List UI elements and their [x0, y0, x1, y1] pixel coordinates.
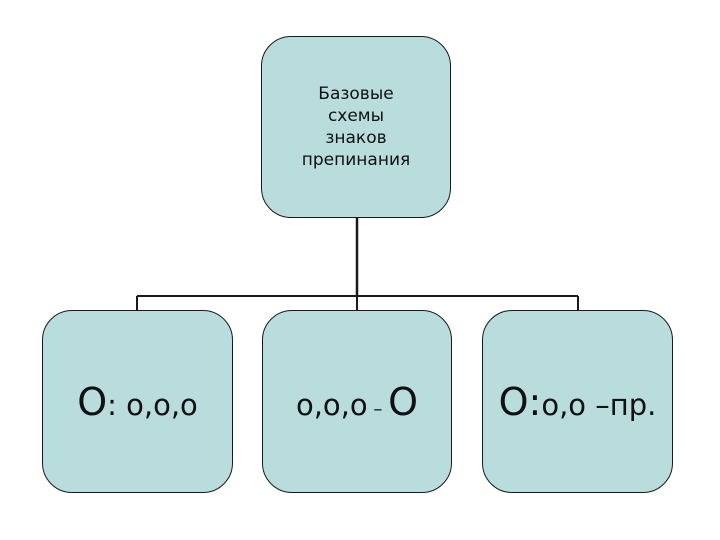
scheme-node-3: О : о,о –пр. — [482, 310, 673, 493]
scheme-1-homogeneous-members: о,о,о — [126, 387, 198, 422]
scheme-3-homogeneous-members: о,о — [541, 387, 587, 422]
scheme-3-formula: О : о,о –пр. — [499, 383, 657, 421]
scheme-node-2: о,о,о – О — [262, 310, 452, 493]
scheme-3-colon: : — [528, 379, 542, 424]
scheme-3-generalizing-word: О — [498, 379, 529, 424]
scheme-2-generalizing-word: О — [388, 379, 419, 424]
scheme-1-generalizing-word: О — [77, 379, 108, 424]
scheme-1-formula: О : о,о,о — [77, 383, 198, 421]
root-title: Базовые схемы знаков препинания — [301, 84, 411, 170]
scheme-3-sentence-tail: –пр. — [586, 387, 657, 422]
scheme-2-homogeneous-members: о,о,о — [295, 387, 368, 422]
scheme-node-1: О : о,о,о — [42, 310, 233, 493]
scheme-2-formula: о,о,о – О — [296, 383, 418, 421]
scheme-2-dash: – — [367, 398, 389, 420]
scheme-1-colon: : — [107, 387, 127, 422]
root-node: Базовые схемы знаков препинания — [261, 36, 451, 218]
